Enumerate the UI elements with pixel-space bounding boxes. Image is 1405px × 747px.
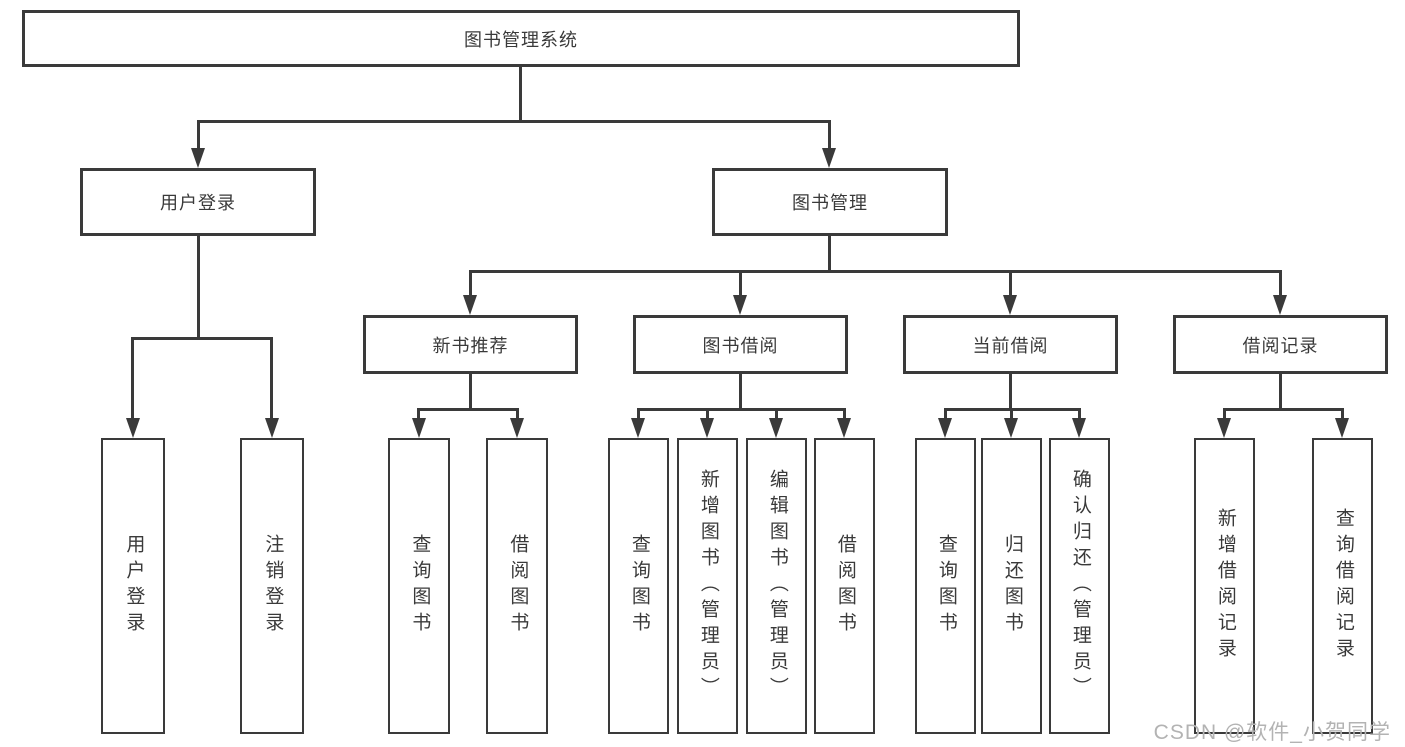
leaf-borrow-borrow-books-label: 借阅图书	[834, 534, 856, 638]
connector-nb-leaf2-stem	[516, 408, 519, 420]
leaf-borrow-add-books-admin: 新增图书（管理员）	[677, 438, 738, 734]
csdn-watermark: CSDN @软件_小贺同学	[1153, 721, 1391, 744]
node-current-borrow: 当前借阅	[903, 315, 1118, 374]
node-root-label: 图书管理系统	[464, 29, 578, 50]
leaf-current-confirm-return-admin-label: 确认归还（管理员）	[1069, 469, 1091, 703]
connector-root-stem	[519, 67, 522, 120]
node-current-borrow-label: 当前借阅	[972, 335, 1049, 356]
leaf-logout-label: 注销登录	[262, 534, 284, 638]
leaf-record-add-record-label: 新增借阅记录	[1214, 508, 1236, 664]
leaf-new-book-borrow-books-label: 借阅图书	[507, 534, 529, 638]
arrowhead-book-borrow	[733, 295, 747, 315]
connector-book-borrow-down	[739, 374, 742, 408]
connector-level3-bus	[469, 270, 1282, 273]
connector-book-borrow-stem	[739, 270, 742, 295]
arrowhead-nb-leaf1	[412, 418, 426, 438]
leaf-current-return-books-label: 归还图书	[1001, 534, 1023, 638]
connector-bb-leaf1-stem	[637, 408, 640, 420]
node-root-system: 图书管理系统	[22, 10, 1020, 67]
connector-nb-leaf1-stem	[417, 408, 420, 420]
leaf-user-login: 用户登录	[101, 438, 165, 734]
arrowhead-cb-leaf2	[1004, 418, 1018, 438]
arrowhead-bb-leaf1	[631, 418, 645, 438]
leaf-borrow-query-books: 查询图书	[608, 438, 669, 734]
arrowhead-logout-leaf	[265, 418, 279, 438]
leaf-new-book-query-books: 查询图书	[388, 438, 450, 734]
node-borrow-record: 借阅记录	[1173, 315, 1388, 374]
arrowhead-nb-leaf2	[510, 418, 524, 438]
leaf-borrow-borrow-books: 借阅图书	[814, 438, 875, 734]
node-new-book-label: 新书推荐	[432, 335, 509, 356]
leaf-current-query-books-label: 查询图书	[935, 534, 957, 638]
connector-borrow-record-bus	[1223, 408, 1344, 411]
connector-user-login-bus	[131, 337, 273, 340]
node-new-book: 新书推荐	[363, 315, 578, 374]
arrowhead-cb-leaf1	[938, 418, 952, 438]
connector-cb-leaf1-stem	[944, 408, 947, 420]
connector-book-borrow-bus	[637, 408, 846, 411]
leaf-new-book-query-books-label: 查询图书	[409, 534, 431, 638]
arrowhead-user-login	[191, 148, 205, 168]
leaf-borrow-edit-books-admin: 编辑图书（管理员）	[746, 438, 807, 734]
leaf-current-confirm-return-admin: 确认归还（管理员）	[1049, 438, 1110, 734]
node-user-login: 用户登录	[80, 168, 316, 236]
connector-book-mgmt-stem	[828, 120, 831, 150]
arrowhead-cb-leaf3	[1072, 418, 1086, 438]
connector-cb-leaf3-stem	[1078, 408, 1081, 420]
node-book-borrow-label: 图书借阅	[702, 335, 779, 356]
leaf-borrow-query-books-label: 查询图书	[628, 534, 650, 638]
leaf-borrow-add-books-admin-label: 新增图书（管理员）	[697, 469, 719, 703]
arrowhead-new-book	[463, 295, 477, 315]
connector-br-leaf1-stem	[1223, 408, 1226, 420]
connector-borrow-record-down	[1279, 374, 1282, 408]
arrowhead-br-leaf2	[1335, 418, 1349, 438]
node-book-borrow: 图书借阅	[633, 315, 848, 374]
arrowhead-book-mgmt	[822, 148, 836, 168]
leaf-current-return-books: 归还图书	[981, 438, 1042, 734]
connector-bb-leaf2-stem	[706, 408, 709, 420]
connector-book-mgmt-down	[828, 236, 831, 270]
leaf-borrow-edit-books-admin-label: 编辑图书（管理员）	[766, 469, 788, 703]
connector-user-login-stem	[197, 120, 200, 150]
connector-borrow-record-stem	[1279, 270, 1282, 295]
connector-current-borrow-down	[1009, 374, 1012, 408]
connector-cb-leaf2-stem	[1010, 408, 1013, 420]
connector-bb-leaf3-stem	[775, 408, 778, 420]
arrowhead-current-borrow	[1003, 295, 1017, 315]
connector-user-login-down	[197, 236, 200, 337]
connector-logout-leaf-stem	[270, 337, 273, 420]
node-user-login-label: 用户登录	[160, 193, 236, 213]
connector-br-leaf2-stem	[1341, 408, 1344, 420]
connector-level2-bus	[197, 120, 831, 123]
node-borrow-record-label: 借阅记录	[1242, 335, 1319, 356]
connector-bb-leaf4-stem	[843, 408, 846, 420]
leaf-record-query-record: 查询借阅记录	[1312, 438, 1373, 734]
leaf-current-query-books: 查询图书	[915, 438, 976, 734]
node-book-mgmt-label: 图书管理	[792, 193, 868, 213]
leaf-record-query-record-label: 查询借阅记录	[1332, 508, 1354, 664]
connector-new-book-down	[469, 374, 472, 408]
arrowhead-bb-leaf3	[769, 418, 783, 438]
arrowhead-br-leaf1	[1217, 418, 1231, 438]
leaf-new-book-borrow-books: 借阅图书	[486, 438, 548, 734]
arrowhead-bb-leaf4	[837, 418, 851, 438]
connector-login-leaf-stem	[131, 337, 134, 420]
arrowhead-login-leaf	[126, 418, 140, 438]
leaf-record-add-record: 新增借阅记录	[1194, 438, 1255, 734]
leaf-user-login-label: 用户登录	[123, 534, 145, 638]
arrowhead-bb-leaf2	[700, 418, 714, 438]
connector-new-book-bus	[417, 408, 519, 411]
arrowhead-borrow-record	[1273, 295, 1287, 315]
connector-new-book-stem	[469, 270, 472, 295]
connector-current-borrow-stem	[1009, 270, 1012, 295]
leaf-logout: 注销登录	[240, 438, 304, 734]
node-book-mgmt: 图书管理	[712, 168, 948, 236]
